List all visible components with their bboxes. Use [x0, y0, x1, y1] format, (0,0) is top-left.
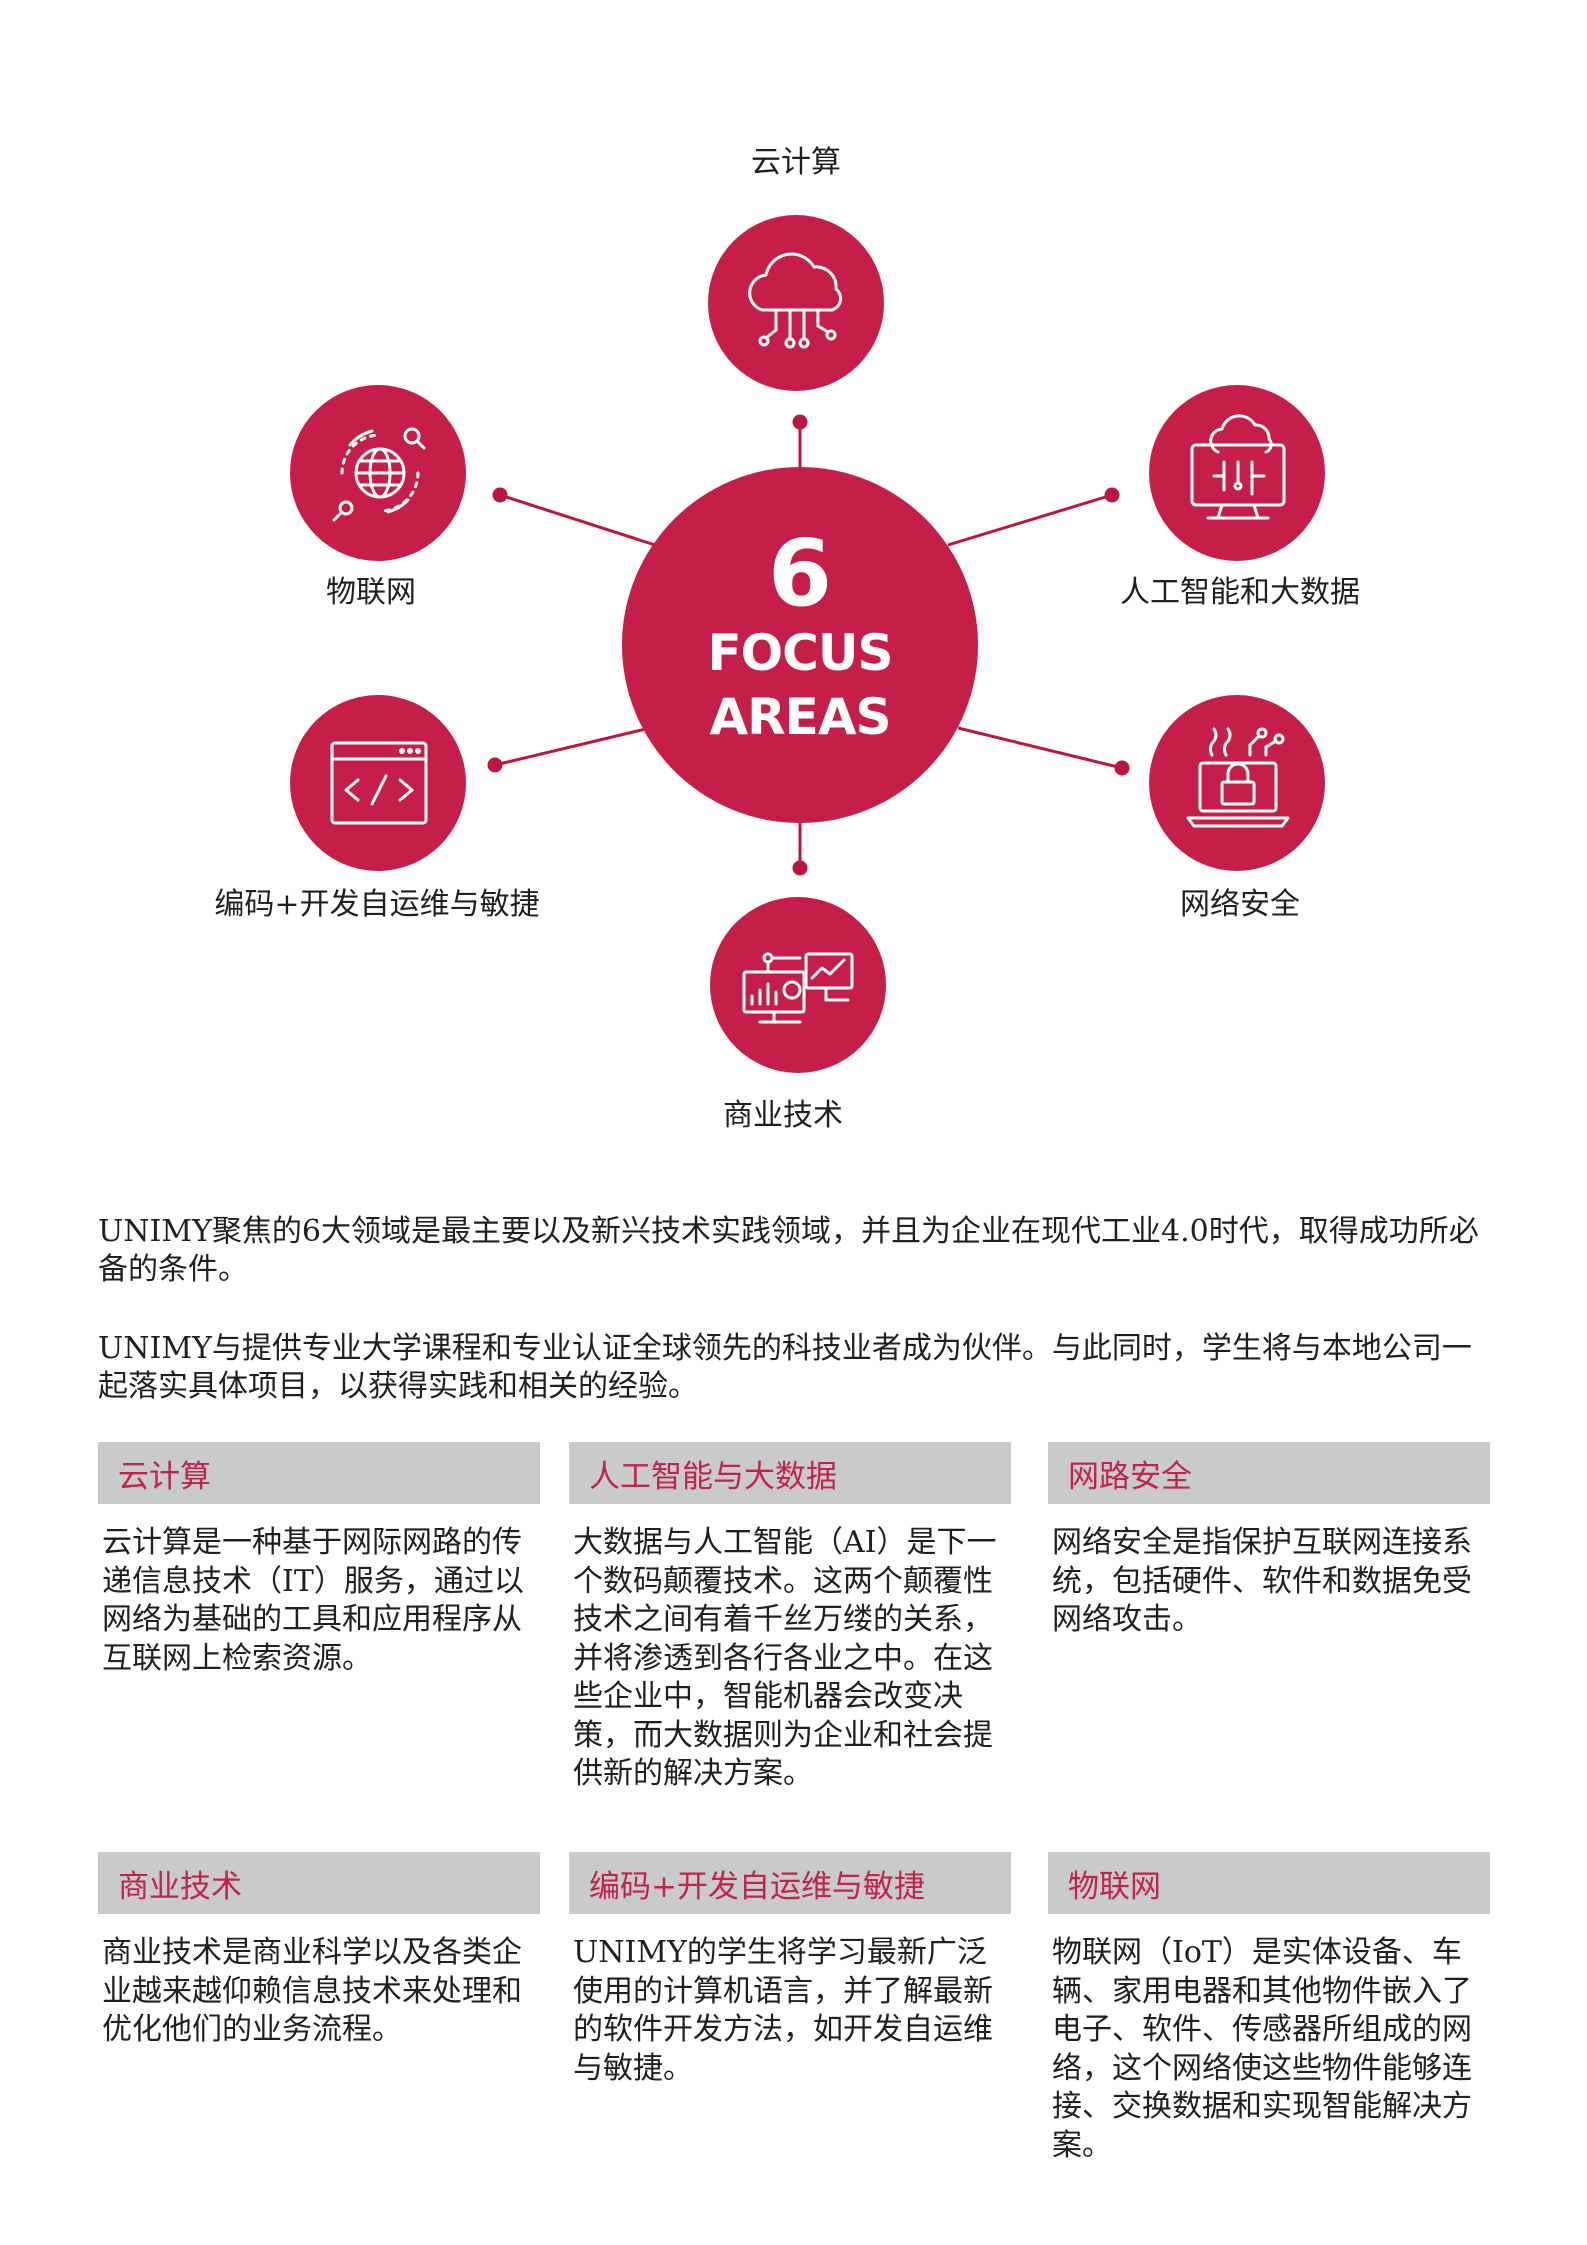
card-iot: 物联网 物联网（IoT）是实体设备、车辆、家用电器和其他物件嵌入了电子、软件、传… [1048, 1852, 1490, 2165]
connector-dot-security [1114, 760, 1130, 776]
intro-text-2: UNIMY与提供专业大学课程和专业认证全球领先的科技业者成为伙伴。与此同时，学生… [98, 1331, 1472, 1404]
intro-paragraph-1: UNIMY聚焦的6大领域是最主要以及新兴技术实践领域，并且为企业在现代工业4.0… [98, 1213, 1498, 1289]
card-title: 物联网 [1068, 1868, 1161, 1905]
card-description: 大数据与人工智能（AI）是下一个数码颠覆技术。这两个颠覆性技术之间有着千丝万缕的… [573, 1525, 997, 1791]
node-label-business: 商业技术 [723, 1098, 843, 1133]
node-label-coding: 编码+开发自运维与敏捷 [214, 887, 540, 922]
code-window-icon [330, 741, 428, 825]
connector-dot-ai [1104, 487, 1120, 503]
node-label-security: 网络安全 [1180, 887, 1300, 922]
card-description: 云计算是一种基于网际网路的传递信息技术（IT）服务，通过以网络为基础的工具和应用… [102, 1525, 524, 1676]
card-title: 人工智能与大数据 [589, 1458, 837, 1495]
card-title: 网路安全 [1068, 1458, 1192, 1495]
intro-paragraph-2: UNIMY与提供专业大学课程和专业认证全球领先的科技业者成为伙伴。与此同时，学生… [98, 1330, 1498, 1406]
node-label-iot: 物联网 [326, 575, 416, 610]
card-title-bar: 网路安全 [1048, 1442, 1490, 1504]
node-circle-coding [290, 695, 466, 871]
connector-security [957, 726, 1123, 770]
card-title-bar: 云计算 [98, 1442, 540, 1504]
connector-coding [494, 726, 651, 767]
intro-text-1: UNIMY聚焦的6大领域是最主要以及新兴技术实践领域，并且为企业在现代工业4.0… [98, 1214, 1479, 1287]
card-title-bar: 物联网 [1048, 1852, 1490, 1914]
connector-dot-iot [492, 487, 508, 503]
connector-dot-coding [487, 757, 503, 773]
card-title-bar: 人工智能与大数据 [569, 1442, 1011, 1504]
card-ai-bigdata: 人工智能与大数据 大数据与人工智能（AI）是下一个数码颠覆技术。这两个颠覆性技术… [569, 1442, 1011, 1794]
cloud-circuit-icon [748, 252, 843, 349]
focus-areas-graphic [290, 215, 1325, 1073]
focus-areas-diagram: 6 FOCUS AREAS 云计算 人工智能和大数据 网络安全 商业技术 编码+… [214, 145, 1360, 1133]
connector-dot-cloud [792, 414, 808, 430]
card-description: 商业技术是商业科学以及各类企业越来越仰赖信息技术来处理和优化他们的业务流程。 [102, 1935, 522, 2047]
card-security: 网路安全 网络安全是指保护互联网连接系统，包括硬件、软件和数据免受网络攻击。 [1048, 1442, 1490, 1640]
card-description: 网络安全是指保护互联网连接系统，包括硬件、软件和数据免受网络攻击。 [1052, 1525, 1472, 1637]
monitor-cloud-icon [1190, 414, 1286, 520]
globe-network-icon [332, 427, 426, 522]
card-title-bar: 编码+开发自运维与敏捷 [569, 1852, 1011, 1914]
card-coding: 编码+开发自运维与敏捷 UNIMY的学生将学习最新广泛使用的计算机语言，并了解最… [569, 1852, 1011, 2088]
analytics-dashboard-icon [742, 952, 854, 1024]
center-title-line2: AREAS [709, 688, 891, 746]
connector-ai [947, 493, 1113, 547]
node-circle-cloud [708, 215, 884, 391]
connector-iot [499, 493, 656, 547]
center-title-line1: FOCUS [707, 624, 894, 682]
card-business: 商业技术 商业技术是商业科学以及各类企业越来越仰赖信息技术来处理和优化他们的业务… [98, 1852, 540, 2050]
card-title-bar: 商业技术 [98, 1852, 540, 1914]
card-cloud: 云计算 云计算是一种基于网际网路的传递信息技术（IT）服务，通过以网络为基础的工… [98, 1442, 540, 1678]
card-description: UNIMY的学生将学习最新广泛使用的计算机语言，并了解最新的软件开发方法，如开发… [573, 1935, 993, 2086]
card-title: 商业技术 [118, 1868, 242, 1905]
card-description: 物联网（IoT）是实体设备、车辆、家用电器和其他物件嵌入了电子、软件、传感器所组… [1052, 1935, 1472, 2163]
card-title: 云计算 [118, 1458, 211, 1495]
node-label-cloud: 云计算 [751, 145, 841, 180]
card-title: 编码+开发自运维与敏捷 [589, 1868, 925, 1905]
laptop-lock-icon [1186, 727, 1290, 828]
center-number: 6 [767, 520, 833, 627]
connector-dot-business [792, 860, 808, 876]
center-circle [622, 467, 978, 823]
node-label-ai: 人工智能和大数据 [1120, 575, 1360, 610]
